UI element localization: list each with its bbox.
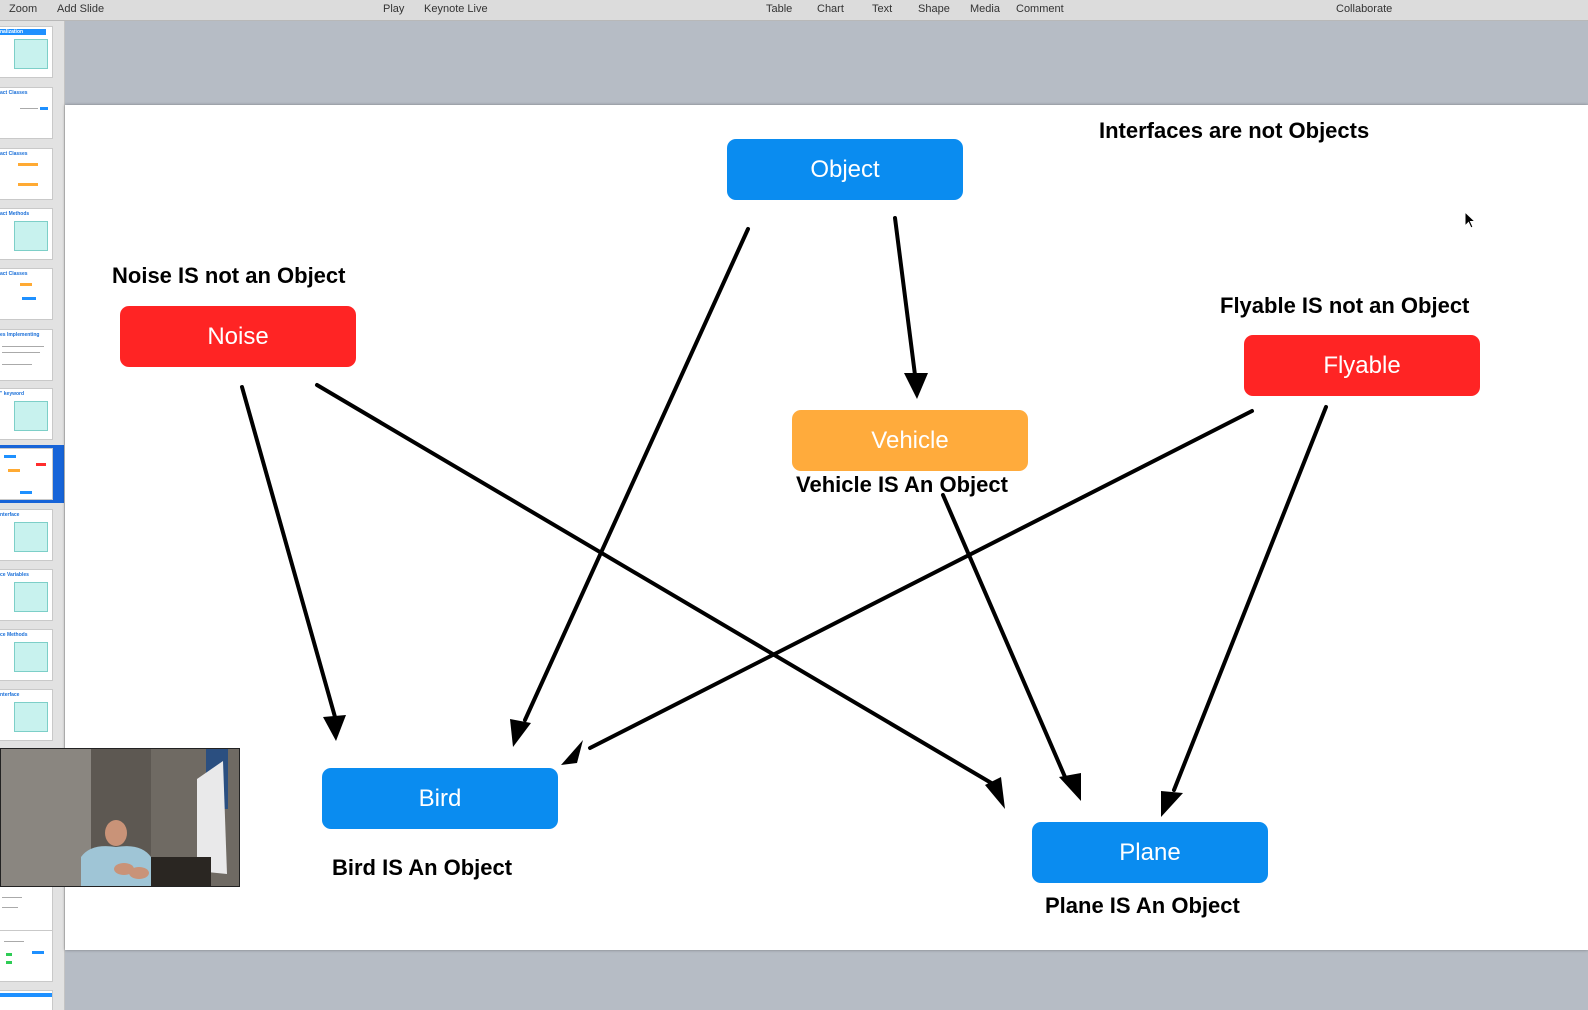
slide-thumbnail[interactable] <box>0 987 64 1010</box>
add-slide-button[interactable]: Add Slide <box>57 3 105 15</box>
arrow-flyable-to-bird[interactable] <box>588 409 1254 750</box>
slide-thumbnail[interactable]: act Classes <box>0 265 64 323</box>
noise-caption[interactable]: Noise IS not an Object <box>112 263 346 288</box>
slide-thumbnail[interactable] <box>0 877 64 935</box>
arrow-noise-to-bird[interactable] <box>240 385 337 719</box>
slide-canvas[interactable]: Object Noise Vehicle Flyable Bird Plane … <box>65 21 1588 1010</box>
arrow-vehicle-to-plane[interactable] <box>941 493 1067 779</box>
presenter-video-image <box>1 749 239 886</box>
arrowhead <box>510 719 531 747</box>
flyable-box[interactable]: Flyable <box>1244 335 1480 396</box>
zoom-button[interactable]: Zoom <box>9 3 38 15</box>
thumbnail-title: nterface <box>0 692 20 698</box>
thumbnail-title: ce Variables <box>0 572 29 578</box>
slide[interactable]: Object Noise Vehicle Flyable Bird Plane … <box>65 105 1588 950</box>
noise-box[interactable]: Noise <box>120 306 356 367</box>
arrowhead <box>985 777 1005 809</box>
slide-thumbnail[interactable]: nterface <box>0 686 64 744</box>
thumbnail-title: " keyword <box>0 391 25 397</box>
toolbar: Zoom Add Slide Play Keynote Live Table C… <box>0 0 1588 21</box>
object-box[interactable]: Object <box>727 139 963 200</box>
collaborate-button[interactable]: Collaborate <box>1336 3 1393 15</box>
plane-caption[interactable]: Plane IS An Object <box>1045 893 1240 918</box>
chart-button[interactable]: Chart <box>817 3 844 15</box>
table-button[interactable]: Table <box>766 3 793 15</box>
slide-thumbnail[interactable]: nalization <box>0 23 64 81</box>
text-button[interactable]: Text <box>872 3 893 15</box>
arrow-object-to-vehicle[interactable] <box>893 216 917 377</box>
slide-thumbnail[interactable]: ce Variables <box>0 566 64 624</box>
vehicle-box[interactable]: Vehicle <box>792 410 1028 471</box>
flyable-caption[interactable]: Flyable IS not an Object <box>1220 293 1470 318</box>
play-button[interactable]: Play <box>383 3 405 15</box>
comment-button[interactable]: Comment <box>1016 3 1064 15</box>
thumbnail-title: act Methods <box>0 211 30 217</box>
thumbnail-title: nterface <box>0 512 20 518</box>
plane-box[interactable]: Plane <box>1032 822 1268 883</box>
thumbnail-title: ce Methods <box>0 632 28 638</box>
keynote-live-button[interactable]: Keynote Live <box>424 3 488 15</box>
mouse-pointer-icon <box>1464 211 1477 229</box>
presenter-video-overlay[interactable] <box>0 748 240 887</box>
slide-thumbnail[interactable] <box>0 927 64 985</box>
arrowhead <box>561 740 583 765</box>
arrowhead <box>323 715 346 741</box>
arrows-layer <box>240 216 1328 817</box>
media-button[interactable]: Media <box>970 3 1000 15</box>
arrowhead <box>1161 791 1183 817</box>
slide-thumbnail[interactable]: act Classes <box>0 84 64 142</box>
slide-thumbnail-selected[interactable] <box>0 445 64 503</box>
slide-title[interactable]: Interfaces are not Objects <box>1099 118 1370 143</box>
thumbnail-title: act Classes <box>0 151 28 157</box>
arrow-flyable-to-plane[interactable] <box>1172 405 1328 792</box>
slide-thumbnail[interactable]: act Classes <box>0 145 64 203</box>
slide-thumbnail[interactable]: " keyword <box>0 385 64 443</box>
arrowhead <box>1059 773 1081 801</box>
slide-thumbnail[interactable]: act Methods <box>0 205 64 263</box>
thumbnail-title: es Implementing <box>0 332 40 338</box>
arrow-object-to-bird[interactable] <box>523 227 750 722</box>
slide-thumbnail[interactable]: nterface <box>0 506 64 564</box>
thumbnail-title: act Classes <box>0 90 28 96</box>
slide-navigator[interactable]: nalization act Classes act Classes act M… <box>0 21 65 1010</box>
slide-thumbnail[interactable]: es Implementing <box>0 326 64 384</box>
thumbnail-title: nalization <box>0 29 46 35</box>
shape-button[interactable]: Shape <box>918 3 950 15</box>
bird-caption[interactable]: Bird IS An Object <box>332 855 513 880</box>
slide-thumbnail[interactable]: ce Methods <box>0 626 64 684</box>
vehicle-caption[interactable]: Vehicle IS An Object <box>796 472 1008 497</box>
thumbnail-title: act Classes <box>0 271 28 277</box>
arrow-noise-to-plane[interactable] <box>315 383 995 786</box>
arrowhead <box>904 373 928 399</box>
bird-box[interactable]: Bird <box>322 768 558 829</box>
